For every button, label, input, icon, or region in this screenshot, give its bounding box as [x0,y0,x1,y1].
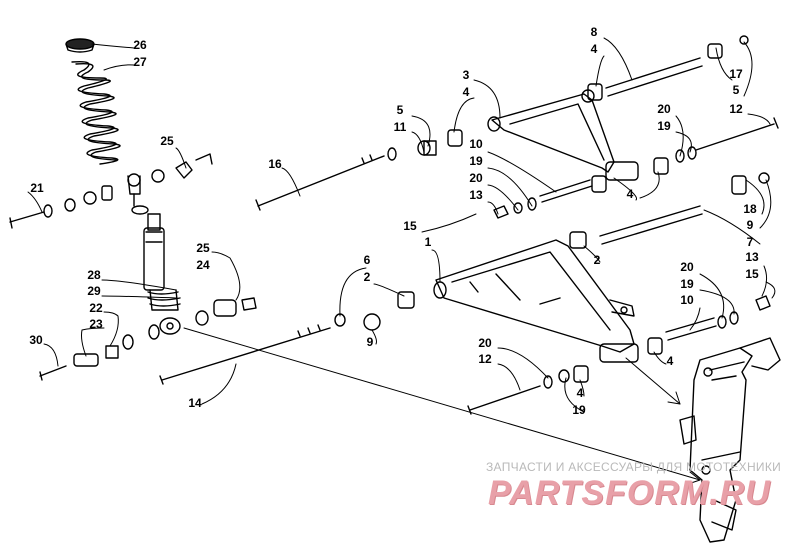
callout-c27: 27 [133,55,147,69]
lower-a-arm [433,239,639,363]
callout-c24: 24 [196,258,210,272]
callout-c13a: 13 [469,188,483,202]
callout-c19b: 19 [469,154,483,168]
callout-c6: 6 [364,253,371,267]
shock-lower-bolt-hardware [39,297,257,381]
upper-a-arm [487,89,639,181]
shock-upper-bolt-hardware [9,153,213,229]
callout-c7: 7 [747,235,754,249]
callout-c20d: 20 [478,336,492,350]
upper-arm-rear-pivot [493,117,779,219]
callout-c20c: 20 [680,260,694,274]
spring-retainer-cap [65,38,95,53]
upper-arm-bushings [417,35,749,156]
callout-c12a: 12 [729,102,743,116]
callout-c25b: 25 [196,241,210,255]
part-callouts: 2627252125242829222330141651134841752019… [29,25,759,417]
callout-c18: 18 [743,202,757,216]
callout-c23: 23 [89,317,103,331]
callout-c19c: 19 [680,277,694,291]
callout-c4c: 4 [627,187,634,201]
watermark-logo: PARTSFORM.RU [488,474,771,512]
callout-c11: 11 [394,120,407,134]
callout-c25a: 25 [160,134,174,148]
callout-c16: 16 [268,157,282,171]
callout-c15b: 15 [745,267,759,281]
callout-c28: 28 [87,268,101,282]
callout-c10b: 10 [680,293,694,307]
callout-c26: 26 [133,38,147,52]
callout-c1: 1 [425,235,432,249]
callout-c5a: 5 [397,103,404,117]
watermark: ЗАПЧАСТИ И АКСЕССУАРЫ ДЛЯ МОТОТЕХНИКИ PA… [486,460,791,520]
assembly-arrows [183,327,701,485]
shock-body [143,213,181,335]
callout-c2b: 2 [364,270,371,284]
callout-c9a: 9 [747,218,754,232]
callout-c4a: 4 [463,85,470,99]
callout-c22: 22 [89,301,103,315]
callout-c10a: 10 [469,137,483,151]
callout-c5b: 5 [733,83,740,97]
shock-upper-mount [127,173,149,215]
leader-lines [27,37,776,413]
coil-spring [71,60,121,165]
callout-c19a: 19 [657,119,671,133]
callout-c8: 8 [591,25,598,39]
long-bolt-14 [159,324,331,385]
steering-spindle [679,337,781,543]
callout-c20b: 20 [469,171,483,185]
callout-c21: 21 [30,181,44,195]
callout-c19d: 19 [572,403,586,417]
callout-c4b: 4 [591,42,598,56]
callout-c3: 3 [463,68,470,82]
callout-c9b: 9 [367,335,374,349]
callout-c4d: 4 [667,354,674,368]
callout-c30: 30 [29,333,43,347]
callout-c12b: 12 [478,352,492,366]
lower-arm-front-bushings [334,172,770,331]
callout-c17: 17 [729,67,743,81]
callout-c15a: 15 [403,219,417,233]
callout-c29: 29 [87,284,101,298]
callout-c13b: 13 [745,250,759,264]
long-bolt-16 [255,147,397,211]
callout-c2a: 2 [594,253,601,267]
callout-c20a: 20 [657,102,671,116]
callout-c14: 14 [188,396,202,410]
watermark-caption: ЗАПЧАСТИ И АКСЕССУАРЫ ДЛЯ МОТОТЕХНИКИ [486,460,782,474]
callout-c4e: 4 [577,386,584,400]
